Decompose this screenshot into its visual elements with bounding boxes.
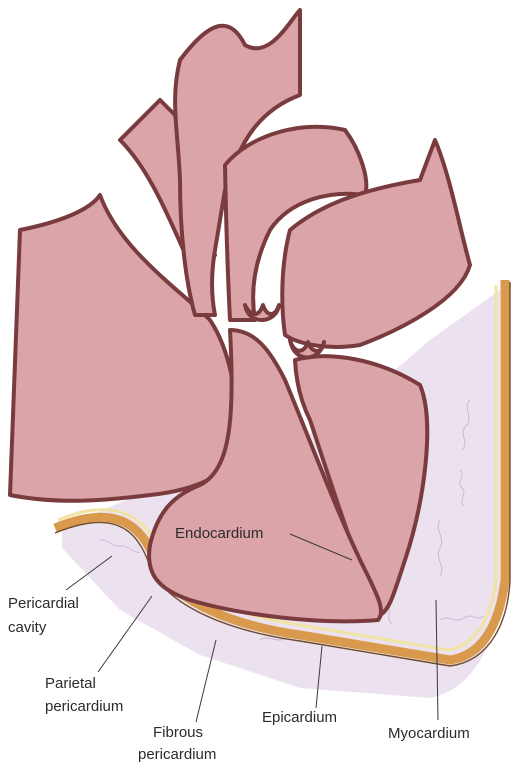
parietal-pericardium-label-line2: pericardium bbox=[45, 698, 123, 715]
pericardial-cavity-label-line2: cavity bbox=[8, 619, 47, 636]
parietal-pericardium-label: Parietal bbox=[45, 675, 96, 692]
myocardium-label: Myocardium bbox=[388, 725, 470, 742]
fibrous-pericardium-label: Fibrous bbox=[153, 724, 203, 741]
pericardial-cavity-label: Pericardial bbox=[8, 595, 79, 612]
fibrous-pericardium-label-line2: pericardium bbox=[138, 746, 216, 763]
epicardium-label: Epicardium bbox=[262, 709, 337, 726]
endocardium-label: Endocardium bbox=[175, 525, 263, 542]
